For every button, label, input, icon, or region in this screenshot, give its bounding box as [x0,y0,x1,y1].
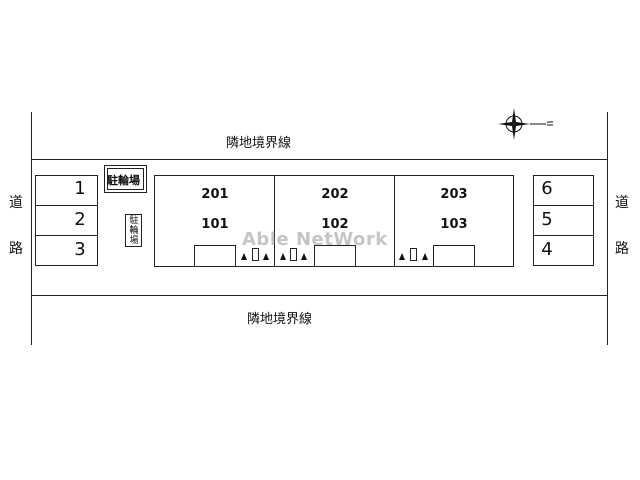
road-label-right-top: 道 [615,195,629,211]
bicycle-parking-side [125,214,142,247]
entrance-102 [314,245,356,267]
parking-number: 6 [541,178,553,199]
triangle-marker-icon [422,253,428,260]
road-label-left-bottom: 路 [9,241,23,257]
parking-number: 5 [541,209,553,230]
parking-number: 1 [74,178,86,199]
lot-left-edge [31,112,32,345]
triangle-marker-icon [301,253,307,260]
boundary-label-top: 隣地境界線 [226,136,292,151]
triangle-marker-icon [399,253,405,260]
entrance-101 [194,245,236,267]
entrance-103 [433,245,475,267]
parking-number: 4 [541,239,553,260]
door-icon [410,248,417,261]
parking-space-1 [35,175,98,206]
door-icon [252,248,259,261]
boundary-label-bottom: 隣地境界線 [247,312,313,327]
lot-top-inner-line [31,159,608,160]
road-label-right-bottom: 路 [615,241,629,257]
watermark-text: Able NetWork [242,229,388,250]
lot-right-edge [607,112,608,345]
unit-label: 201 [201,187,229,202]
triangle-marker-icon [241,253,247,260]
parking-space-6 [533,175,594,206]
unit-label: 202 [321,187,349,202]
unit-label: 101 [201,217,229,232]
bicycle-parking-top-inner [107,168,144,190]
triangle-marker-icon [263,253,269,260]
bicycle-parking-label-top: 駐輪場 [107,174,140,187]
bicycle-parking-label-side: 駐輪場 [129,216,139,246]
lot-bottom-inner-line [31,295,608,296]
compass-north-icon [498,108,553,140]
road-label-left-top: 道 [9,195,23,211]
unit-label: 203 [440,187,468,202]
door-icon [290,248,297,261]
parking-number: 2 [74,209,86,230]
unit-label: 102 [321,217,349,232]
unit-label: 103 [440,217,468,232]
parking-space-3 [35,235,98,266]
building-divider-1 [274,175,275,267]
building-divider-2 [394,175,395,267]
parking-number: 3 [74,239,86,260]
parking-space-4 [533,235,594,266]
triangle-marker-icon [280,253,286,260]
